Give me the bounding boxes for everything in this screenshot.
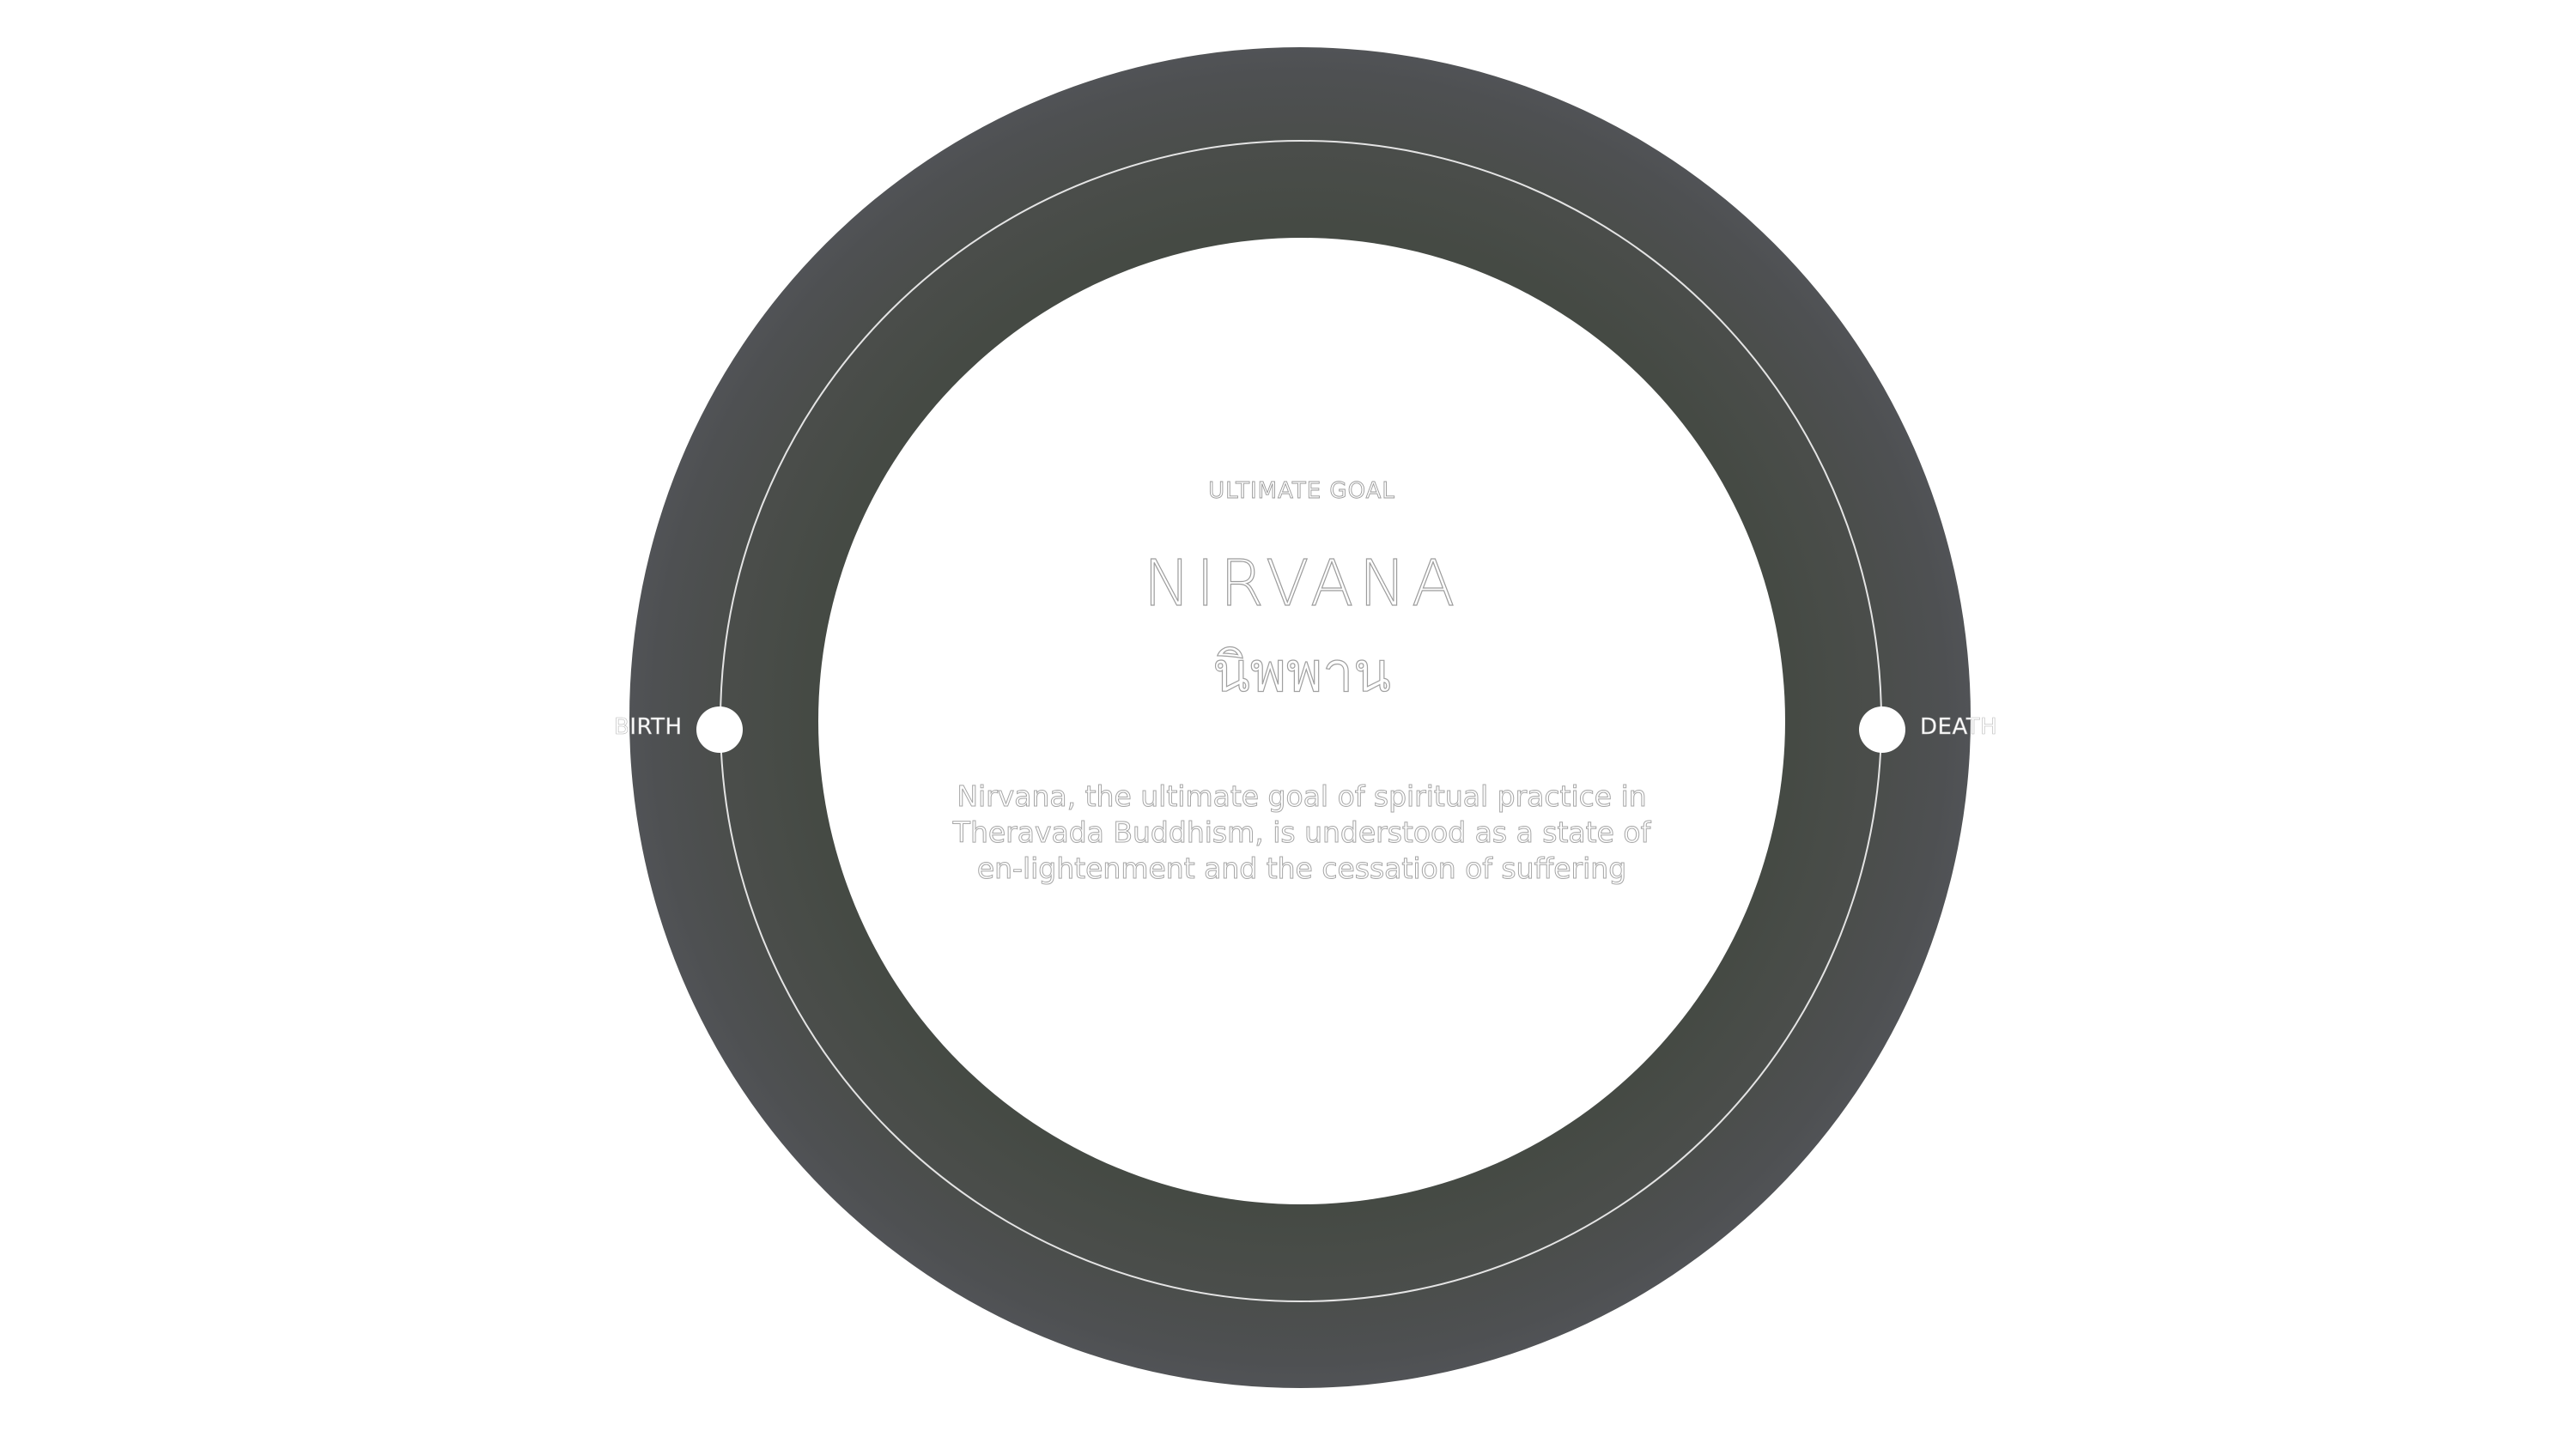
description-text: Nirvana, the ultimate goal of spiritual … [952, 779, 1651, 886]
death-node[interactable] [1859, 706, 1905, 753]
death-label: DEATH [1920, 714, 1998, 741]
center-content: ULTIMATE GOAL NIRVANA นิพพาน Nirvana, th… [818, 238, 1785, 1204]
birth-node[interactable] [696, 706, 743, 753]
page-title: NIRVANA [1143, 546, 1461, 621]
thai-title: นิพพาน [1212, 640, 1391, 705]
eyebrow-label: ULTIMATE GOAL [1208, 478, 1395, 505]
birth-label: BIRTH [614, 714, 683, 741]
ring-center [818, 238, 1785, 1204]
